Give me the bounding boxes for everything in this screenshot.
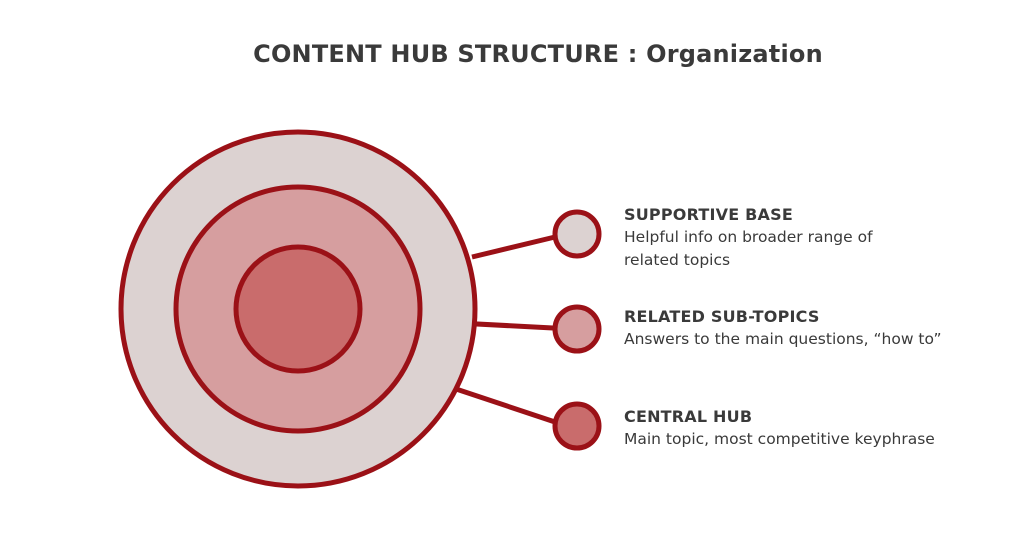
page-title: CONTENT HUB STRUCTURE : Organization [253,40,823,68]
ring-central-hub [233,244,363,374]
legend-description: Answers to the main questions, “how to” [624,330,942,348]
legend-item-supportive-base: SUPPORTIVE BASE Helpful info on broader … [624,204,1014,272]
legend-item-central-hub: CENTRAL HUB Main topic, most competitive… [624,406,1014,451]
legend-description: Helpful info on broader range of related… [624,228,873,269]
legend-description: Main topic, most competitive keyphrase [624,430,935,448]
legend-dot-supportive-base [552,209,602,259]
connector-supportive-base [471,234,556,260]
legend-dot-related-subtopics [552,304,602,354]
legend-heading: RELATED SUB-TOPICS [624,307,820,326]
legend-heading: SUPPORTIVE BASE [624,205,793,224]
legend-item-related-subtopics: RELATED SUB-TOPICS Answers to the main q… [624,306,1014,351]
legend-heading: CENTRAL HUB [624,407,753,426]
legend-dot-central-hub [552,401,602,451]
